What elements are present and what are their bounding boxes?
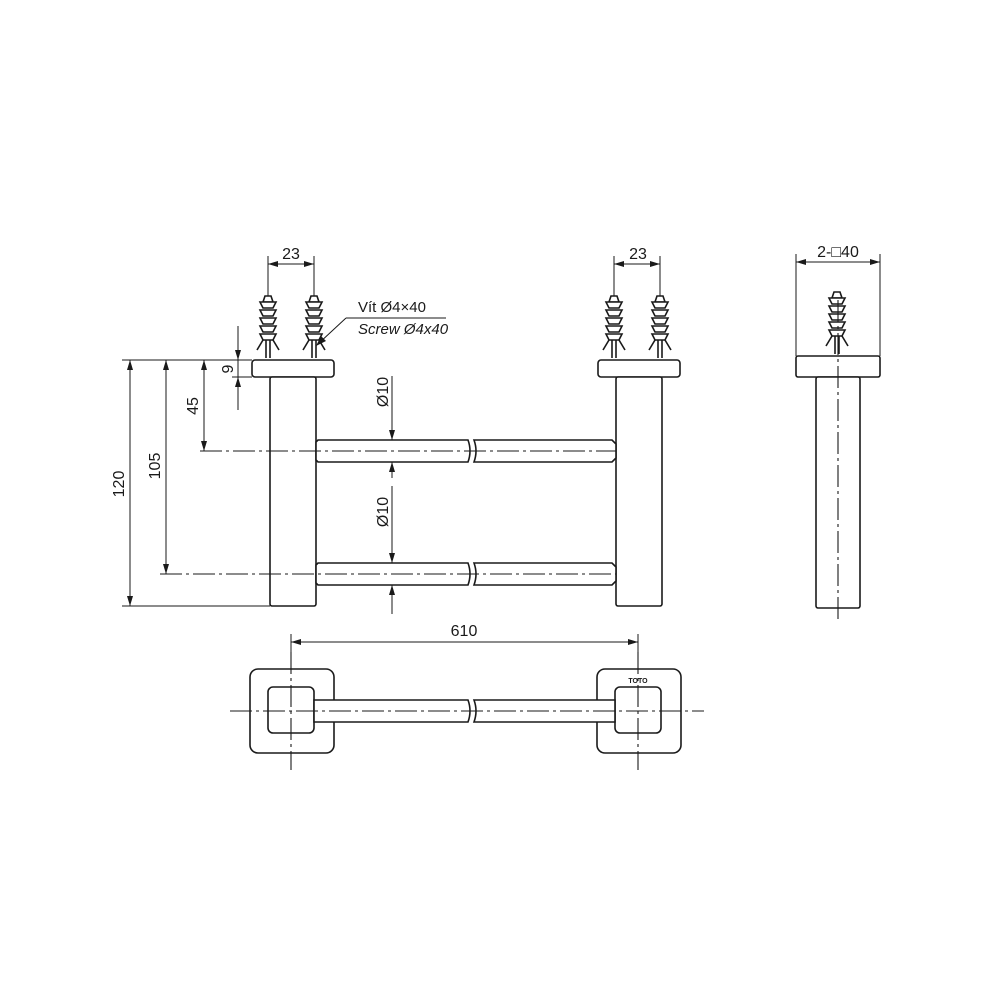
dimension-label: 23	[282, 246, 300, 263]
dimension-label: 105	[147, 453, 164, 480]
anchor-screw-icon	[256, 295, 280, 359]
dimension-23-right: 23	[613, 246, 661, 296]
dimension-label: Ø10	[375, 497, 392, 527]
dimension-label: 9	[220, 364, 237, 373]
dimension-label: 120	[111, 471, 128, 498]
dimension-label: 45	[185, 397, 202, 415]
dimension-label: 23	[629, 246, 647, 263]
top-view: 610 TOTO	[230, 623, 704, 770]
dimension-23-left: 23	[267, 246, 315, 296]
front-view: 23 23 Vít Ø4×40 Screw Ø4x40 120	[111, 246, 681, 614]
right-flange	[597, 359, 681, 378]
dimension-base-square: 2-□40	[796, 244, 880, 265]
anchor-screw-icon	[602, 295, 626, 359]
left-post	[269, 376, 317, 607]
dimension-bar-dia-upper: Ø10	[375, 376, 395, 478]
dimension-105: 105	[147, 360, 169, 574]
dimension-label: 610	[451, 623, 478, 640]
dimension-9: 9	[220, 326, 241, 410]
brand-logo: TOTO	[628, 678, 648, 685]
screw-note-en: Screw Ø4x40	[358, 321, 449, 338]
left-flange	[251, 359, 335, 378]
upper-bar	[200, 439, 617, 463]
anchor-screw-icon	[302, 295, 326, 359]
right-bracket	[597, 295, 681, 607]
dimension-label: Ø10	[375, 377, 392, 407]
screw-note-vi: Vít Ø4×40	[358, 299, 426, 316]
left-bracket	[251, 295, 335, 607]
lower-bar	[160, 562, 617, 586]
dimension-610: 610	[290, 623, 639, 766]
dimension-45: 45	[185, 360, 207, 451]
side-view: 2-□40	[795, 244, 881, 620]
dimension-label: 2-□40	[817, 244, 859, 261]
right-post	[615, 376, 663, 607]
anchor-screw-icon	[648, 295, 672, 359]
anchor-screw-icon	[825, 291, 849, 355]
screw-callout: Vít Ø4×40 Screw Ø4x40	[316, 299, 449, 346]
dimension-bar-dia-lower: Ø10	[375, 486, 395, 614]
dimension-120: 120	[111, 360, 133, 606]
